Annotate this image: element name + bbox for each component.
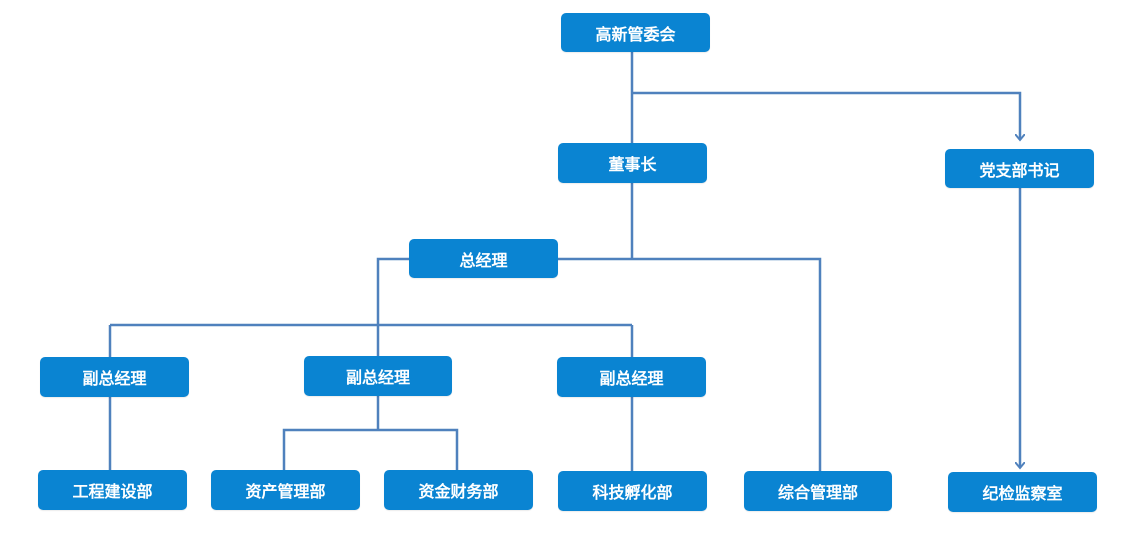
line-fu2-zijin <box>378 428 459 470</box>
line-gaoxin-dangzhibu <box>632 91 1020 140</box>
node-jijian-jianchashi: 纪检监察室 <box>948 472 1097 512</box>
node-gongcheng-jianshebu: 工程建设部 <box>38 470 187 510</box>
node-dongshizhang: 董事长 <box>558 143 707 183</box>
node-zongjingli: 总经理 <box>409 239 558 278</box>
node-dangzhibu-shuji: 党支部书记 <box>945 149 1094 188</box>
node-zijin-caiwubu: 资金财务部 <box>384 470 533 510</box>
line-to-zonghe <box>632 257 822 471</box>
node-fu-zongjingli-2: 副总经理 <box>304 356 452 396</box>
node-zonghe-guanlibu: 综合管理部 <box>744 471 892 511</box>
node-fu-zongjingli-1: 副总经理 <box>40 357 189 397</box>
node-gaoxin-guanweihui: 高新管委会 <box>561 13 710 52</box>
line-zongjingli-left <box>376 257 409 357</box>
node-zichan-guanlibu: 资产管理部 <box>211 470 360 510</box>
node-keji-fuhuabu: 科技孵化部 <box>558 471 707 511</box>
node-fu-zongjingli-3: 副总经理 <box>557 357 706 397</box>
line-fu2-zichan <box>282 428 378 470</box>
